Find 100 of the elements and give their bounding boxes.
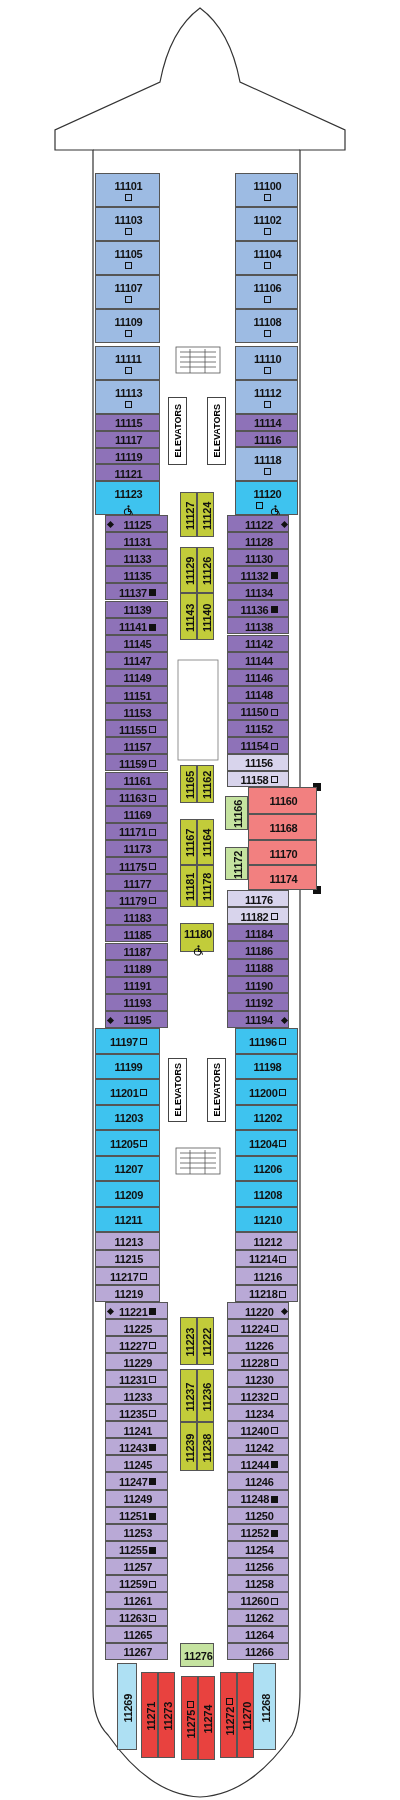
cabin-number: 11136 <box>240 603 269 616</box>
cabin <box>180 1317 197 1365</box>
cabin <box>227 515 289 533</box>
cabin-number: 11255 <box>119 1544 148 1557</box>
cabin-number: 11120 <box>253 488 282 500</box>
cabin <box>180 547 197 593</box>
cabin-number: 11176 <box>245 893 273 906</box>
cabin <box>235 380 298 414</box>
cabin <box>105 874 168 892</box>
cabin <box>248 787 317 814</box>
cabin-number: 11225 <box>123 1322 152 1335</box>
cabin <box>227 583 289 601</box>
cabin-number: 11133 <box>123 552 152 565</box>
cabin-number: 11205 <box>110 1137 139 1150</box>
cabin-number: 11127 <box>183 501 196 530</box>
cabin-number: 11233 <box>123 1390 152 1403</box>
cabin-number: 11244 <box>240 1458 269 1471</box>
cabin-number: 11147 <box>123 655 152 668</box>
cabin <box>235 1028 298 1054</box>
cabin <box>105 566 168 584</box>
cabin <box>180 819 197 865</box>
cabin-number: 11122 <box>245 518 273 531</box>
cabin-number: 11166 <box>231 800 244 828</box>
cabin <box>248 813 317 840</box>
cabin-number: 11224 <box>240 1322 269 1335</box>
cabin <box>141 1672 158 1758</box>
cabin <box>181 1676 198 1760</box>
cabin-number: 11213 <box>114 1235 143 1248</box>
cabin <box>253 1663 276 1750</box>
cabin-number: 11121 <box>114 467 143 480</box>
cabin-number: 11193 <box>123 997 152 1010</box>
cabin-number: 11252 <box>240 1527 269 1540</box>
cabin-number: 11141 <box>119 621 147 634</box>
cabin-number: 11196 <box>249 1035 277 1048</box>
cabin-number: 11265 <box>123 1629 152 1642</box>
cabin <box>95 481 160 515</box>
cabin <box>197 492 214 537</box>
cabin <box>95 1079 160 1105</box>
cabin <box>95 1267 160 1285</box>
cabin-number: 11144 <box>245 655 273 668</box>
cabin-number: 11102 <box>253 214 282 226</box>
cabin <box>105 908 168 926</box>
cabin <box>105 1353 168 1371</box>
cabin <box>105 1319 168 1337</box>
cabin <box>105 600 168 618</box>
cabin <box>105 686 168 704</box>
cabin <box>105 583 168 601</box>
cabin-number: 11214 <box>249 1253 278 1266</box>
cabin <box>227 549 289 567</box>
cabin-number: 11195 <box>123 1014 152 1027</box>
cabin-number: 11169 <box>123 809 152 822</box>
cabin-number: 11204 <box>249 1137 278 1150</box>
cabin-number: 11104 <box>253 248 282 260</box>
cabin-number: 11216 <box>253 1270 282 1283</box>
cabin <box>235 1053 298 1079</box>
elevator-label: ELEVATORS <box>207 397 226 465</box>
cabin <box>105 549 168 567</box>
cabin-number: 11157 <box>123 740 152 753</box>
cabin <box>95 346 160 380</box>
elevator-label: ELEVATORS <box>168 1058 187 1122</box>
cabin <box>105 1370 168 1388</box>
cabin <box>220 1672 237 1758</box>
cabin-number: 11128 <box>245 535 273 548</box>
cabin <box>227 1404 289 1422</box>
cabin-number: 11254 <box>245 1544 274 1557</box>
cabin-number: 11221 <box>119 1305 148 1318</box>
cabin-number: 11161 <box>123 775 152 788</box>
cabin-number: 11210 <box>253 1214 282 1227</box>
cabin <box>105 720 168 738</box>
cabin-number: 11206 <box>253 1163 282 1176</box>
cabin-number: 11134 <box>245 586 273 599</box>
cabin <box>117 1663 137 1750</box>
cabin-number: 11218 <box>249 1288 278 1301</box>
cabin-number: 11202 <box>253 1112 282 1125</box>
cabin-number: 11152 <box>245 723 273 736</box>
cabin-number: 11203 <box>114 1112 143 1125</box>
cabin-number: 11189 <box>123 963 152 976</box>
cabin-number: 11226 <box>245 1339 274 1352</box>
cabin-number: 11137 <box>119 586 147 599</box>
cabin <box>227 1387 289 1405</box>
cabin-number: 11165 <box>183 771 196 799</box>
cabin-number: 11199 <box>114 1061 143 1074</box>
cabin <box>197 1369 214 1422</box>
cabin <box>227 1336 289 1354</box>
cabin <box>235 1181 298 1207</box>
cabin-number: 11230 <box>245 1373 274 1386</box>
cabin-number: 11200 <box>249 1086 278 1099</box>
cabin-number: 11208 <box>253 1188 282 1201</box>
cabin-number: 11106 <box>253 282 282 294</box>
cabin-number: 11116 <box>254 433 282 446</box>
cabin <box>235 346 298 380</box>
cabin <box>235 173 298 207</box>
cabin-number: 11175 <box>119 860 147 873</box>
cabin-number: 11264 <box>245 1629 274 1642</box>
cabin-number: 11140 <box>200 603 213 632</box>
cabin-number: 11168 <box>269 821 298 834</box>
cabin <box>235 447 298 481</box>
cabin-number: 11172 <box>231 850 244 879</box>
cabin-number: 11118 <box>254 454 282 466</box>
cabin <box>227 1472 289 1490</box>
